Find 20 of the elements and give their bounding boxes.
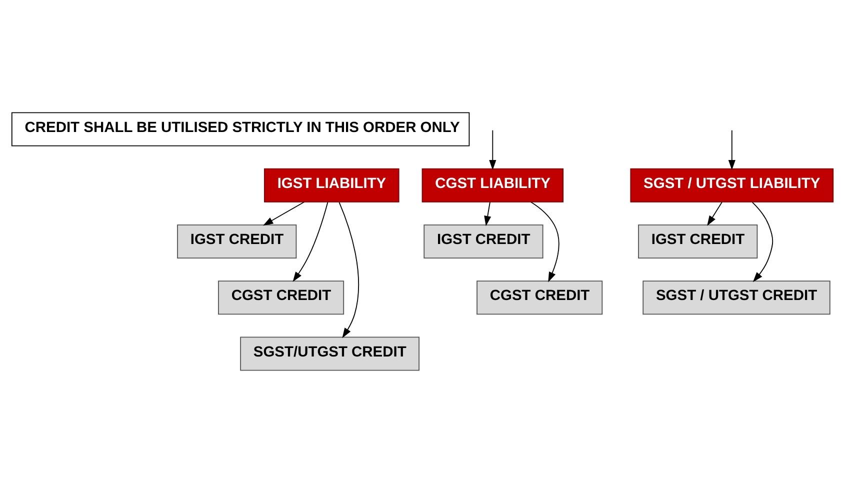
- arrow: [484, 201, 492, 226]
- node-box: IGST CREDIT: [638, 224, 758, 258]
- node-box: CREDIT SHALL BE UTILISED STRICTLY IN THIS ORDER ONLY: [11, 112, 470, 146]
- node-box: IGST LIABILITY: [264, 168, 400, 202]
- node-box: CGST CREDIT: [476, 280, 603, 314]
- arrow: [728, 129, 736, 170]
- arrow: [707, 201, 722, 226]
- node-box: SGST/UTGST CREDIT: [240, 336, 420, 370]
- arrow: [530, 201, 560, 282]
- node-box: IGST CREDIT: [424, 224, 544, 258]
- node-box: SGST / UTGST LIABILITY: [630, 168, 834, 202]
- node-box: IGST CREDIT: [177, 224, 297, 258]
- node-box: CGST CREDIT: [218, 280, 344, 314]
- arrow: [263, 201, 305, 226]
- arrow: [752, 201, 774, 282]
- node-box: SGST / UTGST CREDIT: [642, 280, 830, 314]
- arrow: [338, 201, 360, 338]
- node-box: CGST LIABILITY: [422, 168, 564, 202]
- arrow: [292, 201, 328, 282]
- arrow: [489, 129, 496, 170]
